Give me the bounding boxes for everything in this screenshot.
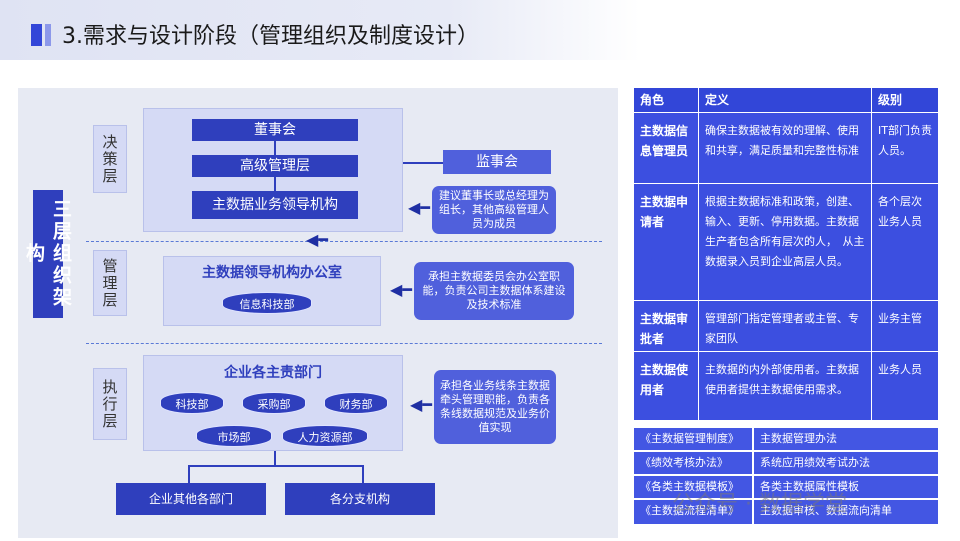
regulation-desc: 主数据管理办法 — [754, 428, 938, 450]
separator-2 — [86, 343, 602, 344]
title-marker — [31, 24, 42, 46]
layer-label-execution: 执行层 — [93, 368, 127, 440]
separator-1 — [86, 241, 602, 242]
table-row-level: IT部门负责人员。 — [872, 113, 938, 183]
table-row-definition: 根据主数据标准和政策，创建、输入、更新、停用数据。主数据生产者包含所有层次的人，… — [699, 184, 871, 300]
table-row-level: 各个层次业务人员 — [872, 184, 938, 300]
branches-box: 各分支机构 — [285, 483, 435, 515]
table-header-role: 角色 — [634, 88, 698, 112]
office-title: 主数据领导机构办公室 — [202, 265, 342, 281]
connector-senior — [274, 177, 276, 191]
table-header-definition: 定义 — [699, 88, 871, 112]
table-row-definition: 管理部门指定管理者或主管、专家团队 — [699, 301, 871, 351]
regulation-name: 《主数据管理制度》 — [634, 428, 752, 450]
dept-cylinder: 市场部 — [196, 425, 272, 447]
regulation-name: 《绩效考核办法》 — [634, 452, 752, 474]
connector-horizontal — [188, 465, 364, 467]
tech-dept-cylinder: 信息科技部 — [222, 292, 312, 314]
regulation-desc: 主数据审核、数据流向清单 — [754, 500, 938, 524]
regulation-name: 《各类主数据模板》 — [634, 476, 752, 498]
table-header-level: 级别 — [872, 88, 938, 112]
table-row-role: 主数据使用者 — [634, 352, 698, 420]
dept-cylinder: 人力资源部 — [282, 425, 368, 447]
table-row-role: 主数据申请者 — [634, 184, 698, 300]
regulation-desc: 各类主数据属性模板 — [754, 476, 938, 498]
execution-title: 企业各主责部门 — [224, 365, 322, 381]
decision-note: 建议董事长或总经理为组长，其他高级管理人员为成员 — [432, 186, 556, 234]
connector-left — [188, 465, 190, 483]
regulation-name: 《主数据流程清单》 — [634, 500, 752, 524]
connector-board — [274, 141, 276, 155]
table-row-definition: 确保主数据被有效的理解、使用和共享，满足质量和完整性标准 — [699, 113, 871, 183]
management-note: 承担主数据委员会办公室职能，负责公司主数据体系建设及技术标准 — [414, 262, 574, 320]
other-depts-box: 企业其他各部门 — [116, 483, 266, 515]
senior-mgmt-box: 高级管理层 — [192, 155, 358, 177]
page-title: 3.需求与设计阶段（管理组织及制度设计） — [62, 24, 479, 49]
arrow-left-icon: ◀━ — [306, 230, 328, 249]
arrow-left-icon: ◀━ — [390, 280, 412, 299]
title-marker-light — [45, 24, 51, 46]
supervisor-box: 监事会 — [443, 150, 551, 174]
connector-supervisor — [403, 162, 443, 164]
dept-cylinder: 科技部 — [160, 392, 224, 414]
connector-right — [362, 465, 364, 483]
header-band — [0, 0, 640, 60]
arrow-left-icon: ◀━ — [408, 198, 430, 217]
layer-label-management: 管理层 — [93, 250, 127, 316]
regulation-desc: 系统应用绩效考试办法 — [754, 452, 938, 474]
execution-note: 承担各业务线条主数据牵头管理职能，负责各条线数据规范及业务价值实现 — [434, 370, 556, 444]
leader-org-box: 主数据业务领导机构 — [192, 191, 358, 219]
board-box: 董事会 — [192, 119, 358, 141]
connector-down — [274, 451, 276, 465]
table-row-level: 业务主管 — [872, 301, 938, 351]
arrow-left-icon: ◀━ — [410, 395, 432, 414]
dept-cylinder: 采购部 — [242, 392, 306, 414]
watermark: 公众号 · 数据学堂 — [672, 492, 847, 517]
table-row-role: 主数据信息管理员 — [634, 113, 698, 183]
main-structure-label: 三层组织架构 — [23, 190, 72, 318]
table-row-level: 业务人员 — [872, 352, 938, 420]
table-row-definition: 主数据的内外部使用者。主数据使用者提供主数据使用需求。 — [699, 352, 871, 420]
dept-cylinder: 财务部 — [324, 392, 388, 414]
table-row-role: 主数据审批者 — [634, 301, 698, 351]
layer-label-decision: 决策层 — [93, 125, 127, 193]
